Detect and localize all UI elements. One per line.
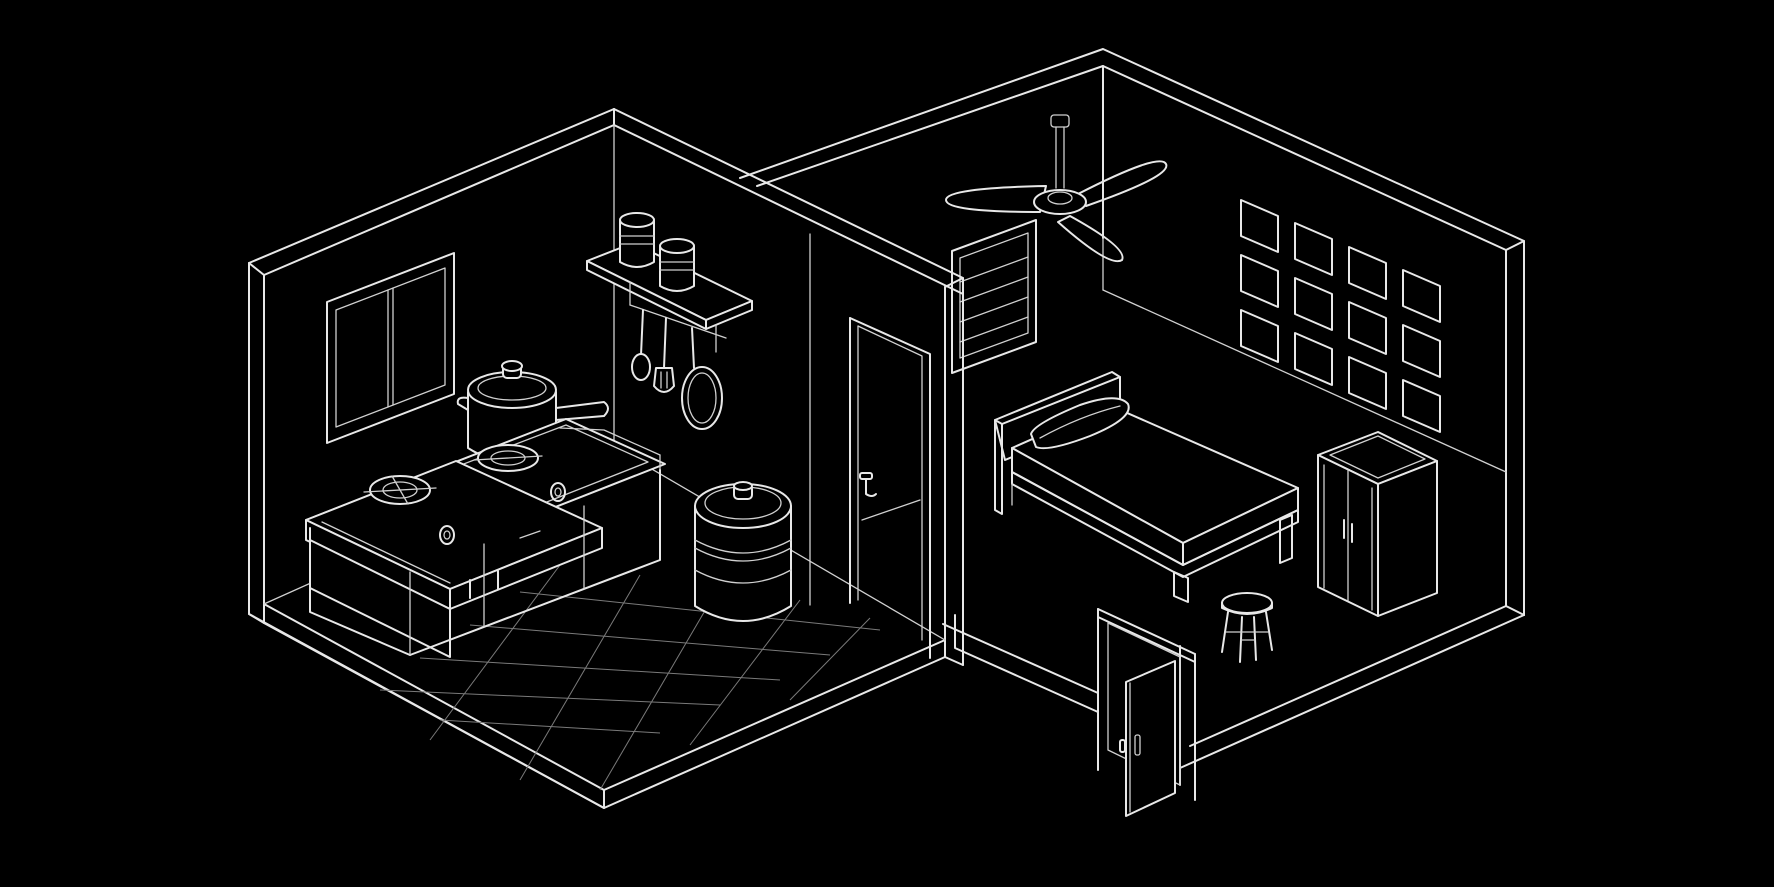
interior-door-icon [849, 317, 931, 659]
wardrobe-icon [1317, 431, 1438, 617]
canister-icon [659, 238, 695, 292]
kitchen-walls [248, 108, 964, 809]
floor-tiles [379, 564, 881, 791]
canister-icon [619, 212, 655, 268]
bedroom-walls [739, 48, 1525, 769]
storage-drum-icon [694, 481, 792, 622]
ceiling-fan-icon [945, 114, 1168, 263]
stool-icon [1221, 592, 1273, 663]
front-door-icon [1097, 608, 1196, 817]
bedroom [739, 48, 1525, 817]
ladle-icon [631, 309, 651, 381]
spatula-icon [653, 317, 675, 393]
bed-icon [994, 371, 1299, 603]
window-icon [326, 252, 455, 444]
wall-frames-icon [1240, 199, 1441, 433]
gas-stove-icon [305, 418, 666, 610]
kitchen-cabinet-icon [309, 469, 661, 658]
frying-pan-icon [681, 327, 723, 430]
window-icon [951, 219, 1037, 374]
kitchen [248, 108, 964, 809]
